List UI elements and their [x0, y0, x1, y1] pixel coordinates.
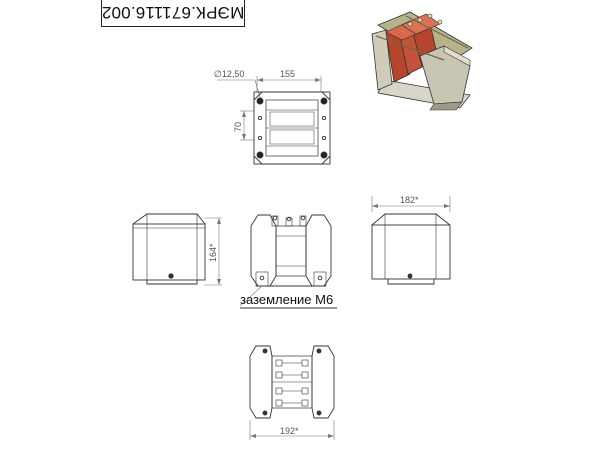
- dim-side-width: 182*: [400, 195, 419, 205]
- transformer-3d-render: [371, 11, 473, 111]
- grounding-label: заземление М6: [240, 292, 333, 307]
- front-view: [239, 214, 337, 309]
- designation-stamp: МЭРК.671116.002: [101, 0, 245, 27]
- dim-hole-diameter: ∅12,50: [214, 69, 244, 79]
- dim-height-top: 70: [233, 122, 243, 132]
- right-view: [371, 196, 451, 285]
- dim-height-front: 164*: [208, 243, 218, 262]
- dim-width-top: 155: [280, 69, 295, 79]
- bottom-view: [249, 345, 335, 440]
- dim-bottom-width: 192*: [280, 426, 299, 436]
- top-view: [217, 76, 331, 165]
- left-view: [132, 213, 222, 286]
- designation-code: МЭРК.671116.002: [101, 3, 245, 22]
